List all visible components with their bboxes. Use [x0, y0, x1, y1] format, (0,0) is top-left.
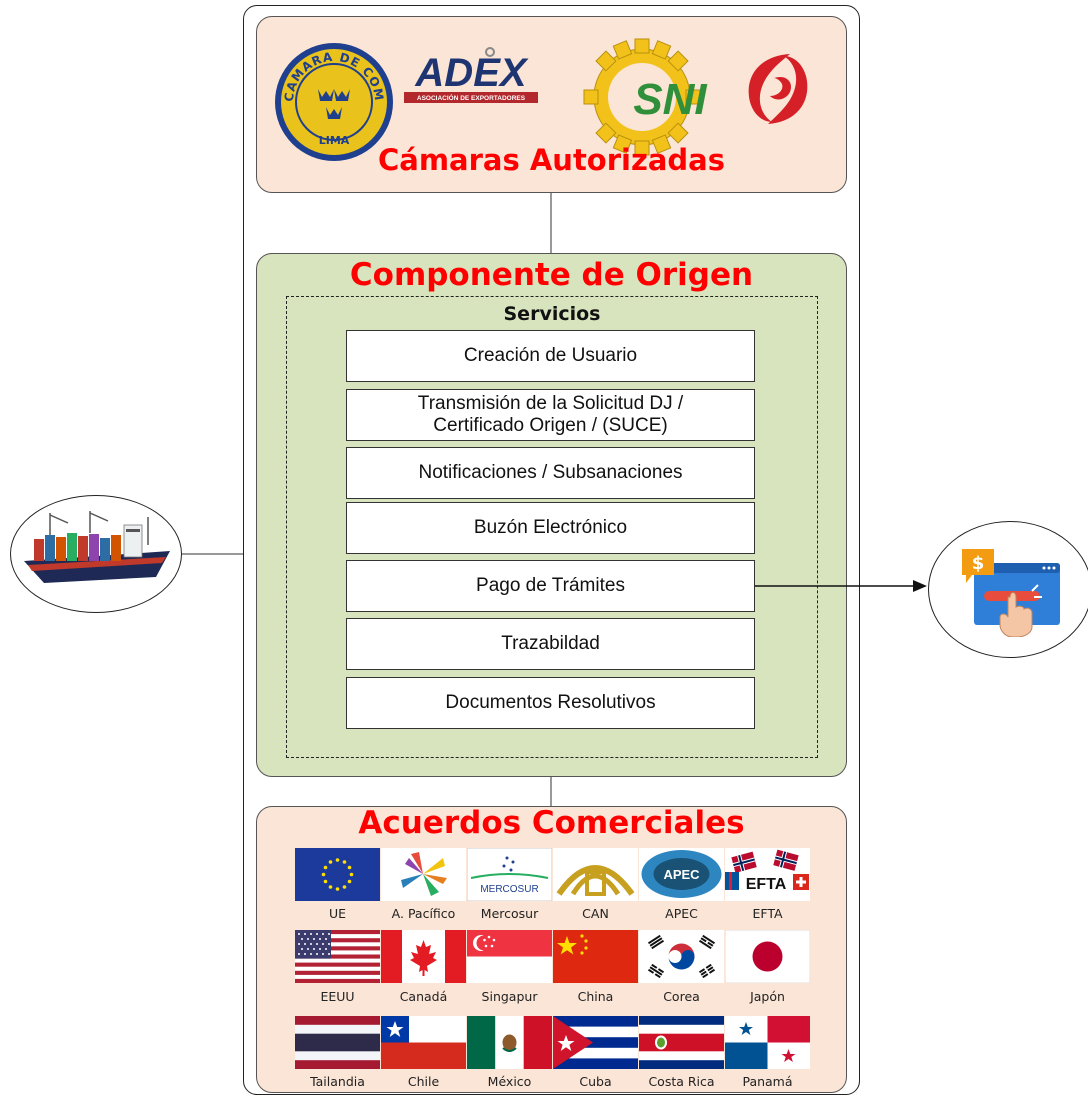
online-payment-icon: $ — [962, 549, 1060, 637]
adex-logo: ADEX ASOCIACIÓN DE EXPORTADORES — [404, 47, 538, 103]
china-flag — [553, 930, 638, 983]
apec-logo: APEC — [639, 848, 724, 901]
componente-title: Componente de Origen — [349, 257, 754, 293]
payment-dollar-symbol: $ — [972, 553, 985, 574]
servicios-group — [286, 296, 818, 758]
acuerdos-title: Acuerdos Comerciales — [358, 805, 745, 841]
costa-rica-flag — [639, 1016, 724, 1069]
sni-logo: SNI — [583, 38, 707, 156]
flag-label-singapur: Singapur — [481, 989, 538, 1004]
service-creacion-usuario: Creación de Usuario — [346, 330, 755, 382]
japan-flag — [725, 930, 810, 983]
efta-logo: EFTA — [725, 848, 810, 901]
servicios-label: Servicios — [503, 303, 601, 325]
flag-label-chile: Chile — [407, 1074, 440, 1089]
cargo-ship-icon — [24, 511, 170, 583]
chile-flag — [381, 1016, 466, 1069]
panama-flag — [725, 1016, 810, 1069]
eu-flag — [295, 848, 380, 901]
singapore-flag — [467, 930, 552, 983]
thailand-flag — [295, 1016, 380, 1069]
flag-label-corea: Corea — [663, 989, 700, 1004]
seal-text-bottom: LIMA — [319, 134, 350, 147]
flag-label-pacifico: A. Pacífico — [391, 906, 456, 921]
flag-label-mexico: México — [487, 1074, 532, 1089]
korea-flag — [639, 930, 724, 983]
efta-wordmark: EFTA — [746, 876, 787, 893]
service-trazabilidad: Trazabildad — [346, 618, 755, 670]
service-buzon-electronico: Buzón Electrónico — [346, 502, 755, 554]
flag-label-eeuu: EEUU — [320, 989, 355, 1004]
service-transmision-solicitud: Transmisión de la Solicitud DJ / Certifi… — [346, 389, 755, 441]
payment-arrow — [755, 580, 927, 592]
flag-label-canada: Canadá — [399, 989, 448, 1004]
flag-label-tailandia: Tailandia — [310, 1074, 365, 1089]
flag-label-panama: Panamá — [742, 1074, 793, 1089]
service-notificaciones: Notificaciones / Subsanaciones — [346, 447, 755, 499]
flag-label-mercosur: Mercosur — [480, 906, 539, 921]
usa-flag — [295, 930, 380, 983]
flag-label-china: China — [577, 989, 614, 1004]
canada-flag — [381, 930, 466, 983]
mercosur-logo: MERCOSUR — [467, 848, 552, 901]
cuba-flag — [553, 1016, 638, 1069]
service-documentos-resolutivos: Documentos Resolutivos — [346, 677, 755, 729]
mercosur-wordmark: MERCOSUR — [480, 884, 538, 895]
sni-wordmark: SNI — [633, 75, 707, 124]
apec-wordmark: APEC — [663, 867, 700, 882]
camara-comercio-lima-logo: CAMARA DE COMERCIO LIMA — [273, 41, 393, 161]
flag-label-can: CAN — [582, 906, 609, 921]
flag-label-costa-rica: Costa Rica — [648, 1074, 715, 1089]
flag-label-apec: APEC — [665, 906, 698, 921]
camaras-title: Cámaras Autorizadas — [377, 143, 726, 177]
connector-ship — [180, 553, 243, 555]
flag-label-efta: EFTA — [752, 906, 783, 921]
flag-label-ue: UE — [328, 906, 347, 921]
mexico-flag — [467, 1016, 552, 1069]
flag-label-cuba: Cuba — [579, 1074, 612, 1089]
adex-subtext: ASOCIACIÓN DE EXPORTADORES — [417, 93, 526, 102]
service-pago-tramites: Pago de Trámites — [346, 560, 755, 612]
alianza-pacifico-logo — [381, 848, 466, 901]
connector-top-mid — [550, 193, 552, 253]
can-logo — [553, 848, 638, 901]
flag-label-japon: Japón — [750, 989, 785, 1004]
swirl-logo-icon — [748, 54, 808, 124]
connector-mid-bot — [550, 777, 552, 806]
adex-wordmark: ADEX — [414, 51, 528, 95]
